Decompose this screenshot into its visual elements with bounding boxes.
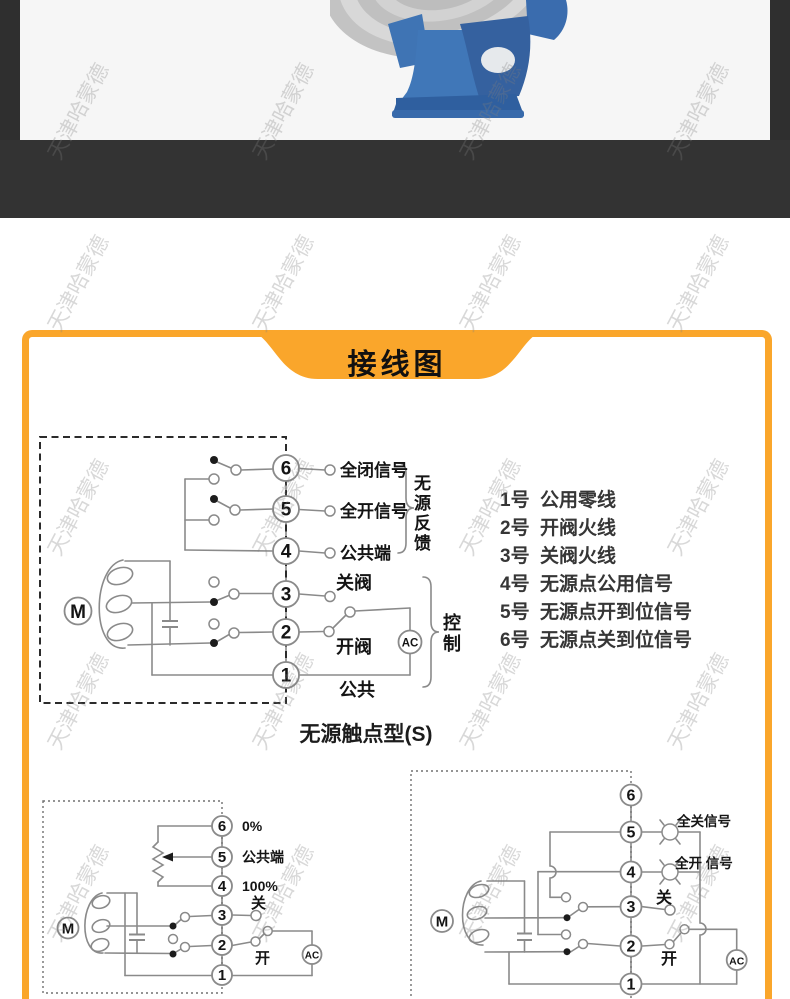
- main-motor-label: M: [70, 602, 86, 623]
- lamp-terminal-2: 2: [627, 939, 636, 956]
- main-terminal-1: 1: [281, 666, 292, 687]
- main-terminal-3: 3: [281, 585, 292, 606]
- main-terminal-6: 6: [281, 459, 292, 480]
- mod-terminal-4: 4: [218, 878, 227, 895]
- legend-item-desc: 无源点关到位信号: [540, 630, 693, 651]
- main-label-common-terminal: 公共端: [340, 543, 391, 563]
- main-label-open-valve: 开阀: [336, 636, 372, 657]
- main-ac-label: AC: [402, 638, 419, 650]
- legend-item-desc: 无源点开到位信号: [540, 602, 693, 623]
- product-photo: [20, 0, 770, 140]
- legend-item: 5号无源点开到位信号: [500, 599, 692, 627]
- watermark: 天津哈蒙德: [664, 231, 734, 336]
- lamp-label-full-open-signal: 全开 信号: [674, 855, 733, 871]
- photo-strip-background: [0, 0, 790, 140]
- mod-terminal-2: 2: [218, 937, 226, 954]
- legend-item: 3号关阀火线: [500, 543, 692, 571]
- watermark: 天津哈蒙德: [249, 231, 319, 336]
- lamp-terminal-1: 1: [627, 977, 636, 994]
- main-brace-label-control: 控制: [441, 613, 461, 655]
- main-brace-label-passive-feedback: 无源反馈: [411, 474, 430, 554]
- mod-label-0pct: 0%: [242, 818, 263, 834]
- mod-terminal-3: 3: [218, 907, 226, 924]
- lamp-terminal-4: 4: [627, 865, 636, 882]
- legend-item-desc: 关阀火线: [540, 546, 617, 567]
- lamp-label-close: 关: [656, 888, 672, 907]
- lamp-feedback-wiring-diagram: M AC 6 5 4 3 2 1 全关信号 全开 信号 关 开: [410, 770, 748, 999]
- legend-item-number: 2号: [500, 518, 530, 539]
- legend-item-desc: 公用零线: [540, 490, 617, 511]
- mod-terminal-6: 6: [218, 818, 226, 835]
- mod-terminal-5: 5: [218, 849, 226, 866]
- mod-label-common: 公共端: [242, 849, 284, 865]
- panel-title: 接线图: [347, 349, 447, 381]
- butterfly-valve-image: [330, 0, 568, 118]
- lamp-terminal-5: 5: [627, 825, 636, 842]
- main-label-full-open-signal: 全开信号: [339, 501, 408, 521]
- dark-separator-band: [0, 140, 790, 218]
- mod-ac-label: AC: [305, 951, 319, 962]
- watermark: 天津哈蒙德: [456, 231, 526, 336]
- lamp-terminal-3: 3: [627, 899, 636, 916]
- main-label-full-close-signal: 全闭信号: [339, 460, 408, 480]
- legend-item-number: 5号: [500, 602, 530, 623]
- modulating-wiring-diagram: M AC 6 5 4 3 2 1 0% 公共端 100% 关 开: [42, 800, 323, 994]
- lamp-label-open: 开: [661, 950, 677, 968]
- watermark: 天津哈蒙德: [44, 231, 114, 336]
- legend-item-desc: 开阀火线: [540, 518, 617, 539]
- legend-item-number: 6号: [500, 630, 530, 651]
- lamp-motor-label: M: [436, 914, 449, 931]
- legend-item: 6号无源点关到位信号: [500, 627, 692, 655]
- lamp-ac-label: AC: [729, 956, 745, 968]
- legend-item: 2号开阀火线: [500, 515, 692, 543]
- legend-item-number: 3号: [500, 546, 530, 567]
- main-label-common: 公共: [339, 680, 375, 700]
- mod-motor-label: M: [62, 921, 75, 938]
- panel-header-tab: [247, 330, 547, 379]
- main-terminal-2: 2: [281, 623, 292, 644]
- mod-terminal-1: 1: [218, 967, 226, 984]
- legend-item-desc: 无源点公用信号: [540, 574, 674, 595]
- legend-item: 1号公用零线: [500, 487, 692, 515]
- legend-item-number: 4号: [500, 574, 530, 595]
- mod-label-open: 开: [255, 950, 270, 967]
- main-terminal-4: 4: [281, 542, 292, 563]
- diagram-caption: 无源触点型(S): [299, 723, 433, 746]
- lamp-terminal-6: 6: [627, 788, 636, 805]
- terminal-legend: 1号公用零线 2号开阀火线 3号关阀火线 4号无源点公用信号 5号无源点开到位信…: [500, 487, 692, 655]
- mod-label-close: 关: [251, 894, 266, 912]
- main-label-close-valve: 关阀: [336, 572, 372, 593]
- main-wiring-diagram: M AC 6 5 4 3 2 1 全闭信号 全开信号 公共端 关阀 开阀 公共: [39, 436, 440, 704]
- lamp-label-full-close-signal: 全关信号: [676, 813, 731, 829]
- legend-item: 4号无源点公用信号: [500, 571, 692, 599]
- mod-label-100pct: 100%: [242, 878, 278, 894]
- legend-item-number: 1号: [500, 490, 530, 511]
- main-terminal-5: 5: [281, 500, 292, 521]
